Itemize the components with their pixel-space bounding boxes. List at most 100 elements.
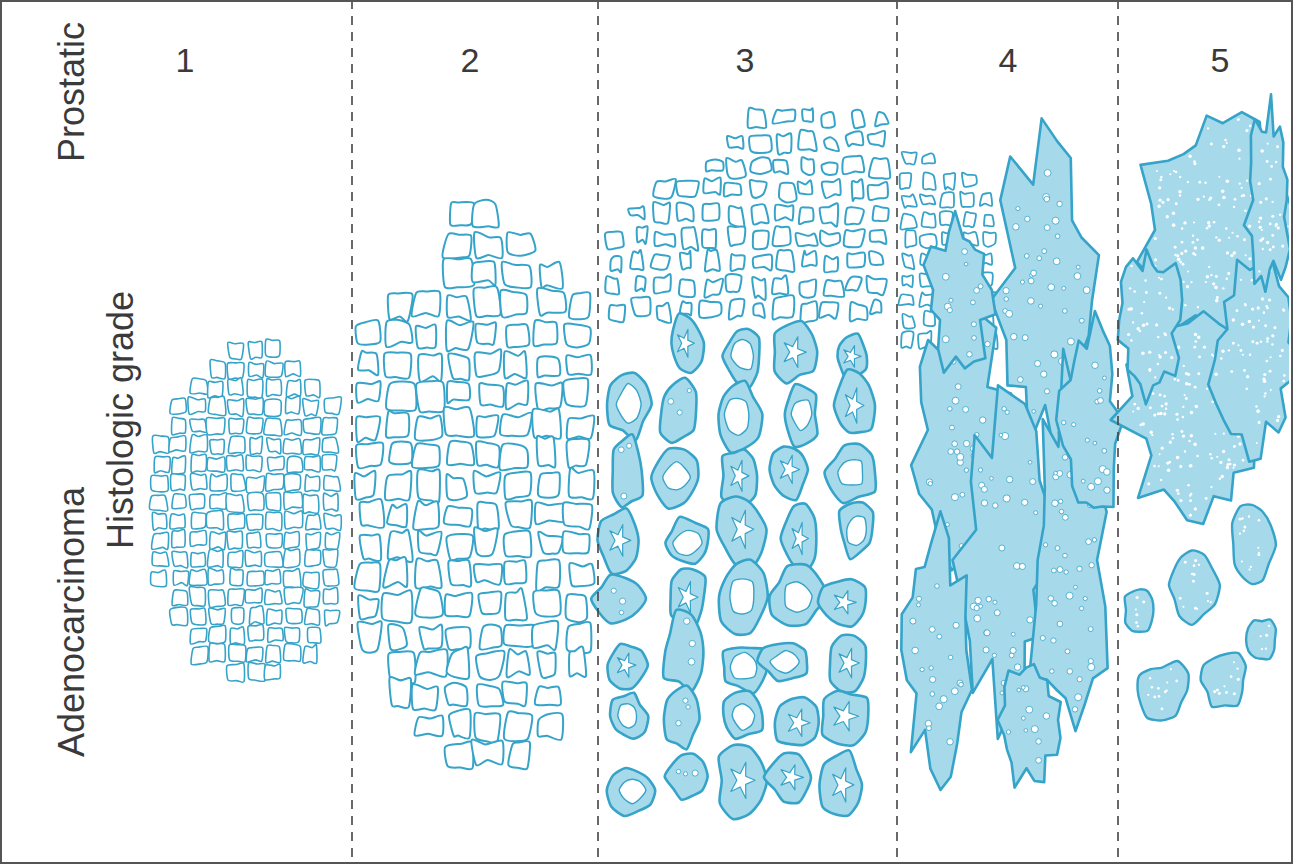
lumen-dot [1036,739,1041,744]
lumen-dot [942,273,949,280]
small-gland [268,456,285,471]
large-gland [610,693,648,739]
lumen-dot [1262,248,1264,250]
lumen-dot [1258,519,1261,522]
small-gland [265,569,281,585]
gland-lumen [834,701,859,730]
small-gland [824,256,838,273]
lumen-dot [1175,171,1177,173]
lumen-dot [1193,443,1197,447]
lumen-dot [1218,203,1221,206]
small-gland [845,277,861,291]
small-gland [822,179,841,198]
medium-gland [445,741,474,769]
lumen-dot [1188,155,1191,158]
small-gland [283,439,301,455]
lumen-dot [1248,320,1251,323]
small-gland [208,396,226,416]
medium-gland [360,499,385,528]
medium-gland [415,558,442,588]
lumen-dot [1213,690,1216,693]
lumen-dot [953,622,959,628]
lumen-dot [1201,246,1205,250]
lumen-dot [1257,547,1259,549]
lumen-dot [926,479,932,485]
lumen-dot [1231,232,1233,234]
small-gland [266,512,282,531]
small-gland [324,513,341,530]
small-gland [171,474,186,491]
lumen-dot [1030,479,1036,485]
small-gland [152,532,169,549]
gland-lumen [731,762,755,798]
small-gland [676,181,699,198]
lumen-dot [684,618,690,624]
lumen-dot [1182,434,1185,437]
medium-gland [416,324,436,348]
lumen-dot [1192,580,1195,583]
lumen-dot [1062,455,1068,461]
lumen-dot [1216,296,1219,299]
lumen-dot [1216,689,1219,692]
lumen-dot [1209,453,1212,456]
lumen-dot [1234,198,1237,201]
small-gland [705,249,720,272]
lumen-dot [1132,321,1134,323]
lumen-dot [1179,465,1182,468]
lumen-dot [1063,309,1068,314]
lumen-dot [1037,256,1042,261]
small-gland [206,510,223,530]
lumen-dot [1048,596,1054,602]
lumen-dot [1072,707,1077,712]
lumen-dot [1270,356,1272,358]
lumen-dot [1172,223,1176,227]
medium-gland [476,651,505,680]
lumen-dot [1040,636,1045,641]
lumen-dot [948,449,954,455]
small-gland [229,644,246,662]
lumen-dot [1169,173,1171,175]
small-gland [248,625,264,642]
lumen-dot [990,477,994,481]
lumen-dot [1057,201,1062,206]
large-gland [719,745,767,820]
gland-lumen [618,704,637,728]
lumen-dot [920,667,924,671]
lumen-dot [1176,456,1180,460]
medium-gland [415,415,443,440]
lumen-dot [992,653,996,657]
lumen-dot [1053,258,1060,265]
lumen-dot [1192,234,1194,236]
small-gland [922,212,936,228]
lumen-dot [1175,680,1178,683]
gland-lumen [678,329,695,357]
large-gland [764,753,811,803]
lumen-dot [1208,266,1210,268]
medium-gland [416,381,445,413]
medium-gland [564,324,591,348]
fused-gland-mass [998,664,1061,787]
gland-lumen [616,383,641,423]
lumen-dot [1180,430,1183,433]
lumen-dot [1264,392,1267,395]
lumen-dot [1168,461,1171,464]
medium-gland [537,436,556,468]
small-gland [209,608,226,625]
lumen-dot [1194,340,1197,343]
lumen-dot [1258,270,1260,272]
lumen-dot [1233,692,1236,695]
lumen-dot [1237,118,1240,121]
lumen-dot [1218,176,1220,178]
lumen-dot [1135,608,1137,610]
small-gland [852,179,864,201]
lumen-dot [1275,161,1277,163]
small-gland [749,135,772,153]
gland-lumen [732,704,754,731]
lumen-dot [1261,229,1263,231]
medium-gland [356,381,380,403]
lumen-dot [1149,406,1152,409]
small-gland [151,570,167,587]
small-gland [325,532,340,549]
small-gland [230,568,243,586]
